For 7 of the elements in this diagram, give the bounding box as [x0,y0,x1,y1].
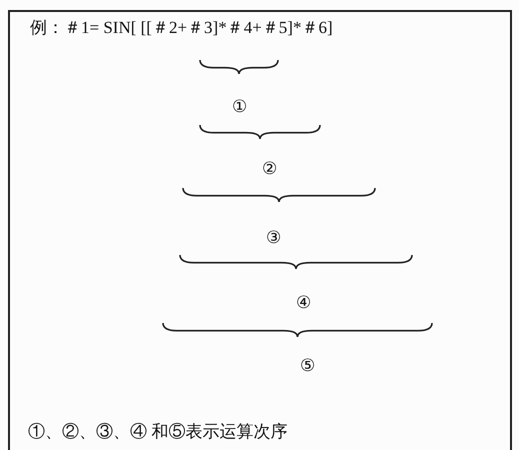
step-number: ① [232,97,247,118]
step-number: ② [262,159,277,180]
step-number: ③ [266,228,281,248]
formula-text: 例：＃1= SIN[ [[＃2+＃3]*＃4+＃5]*＃6] [30,18,333,38]
step-number: ④ [296,293,311,314]
note-text: ①、②、③、④ 和⑤表示运算次序 [28,422,288,442]
step-number: ⑤ [300,356,315,376]
